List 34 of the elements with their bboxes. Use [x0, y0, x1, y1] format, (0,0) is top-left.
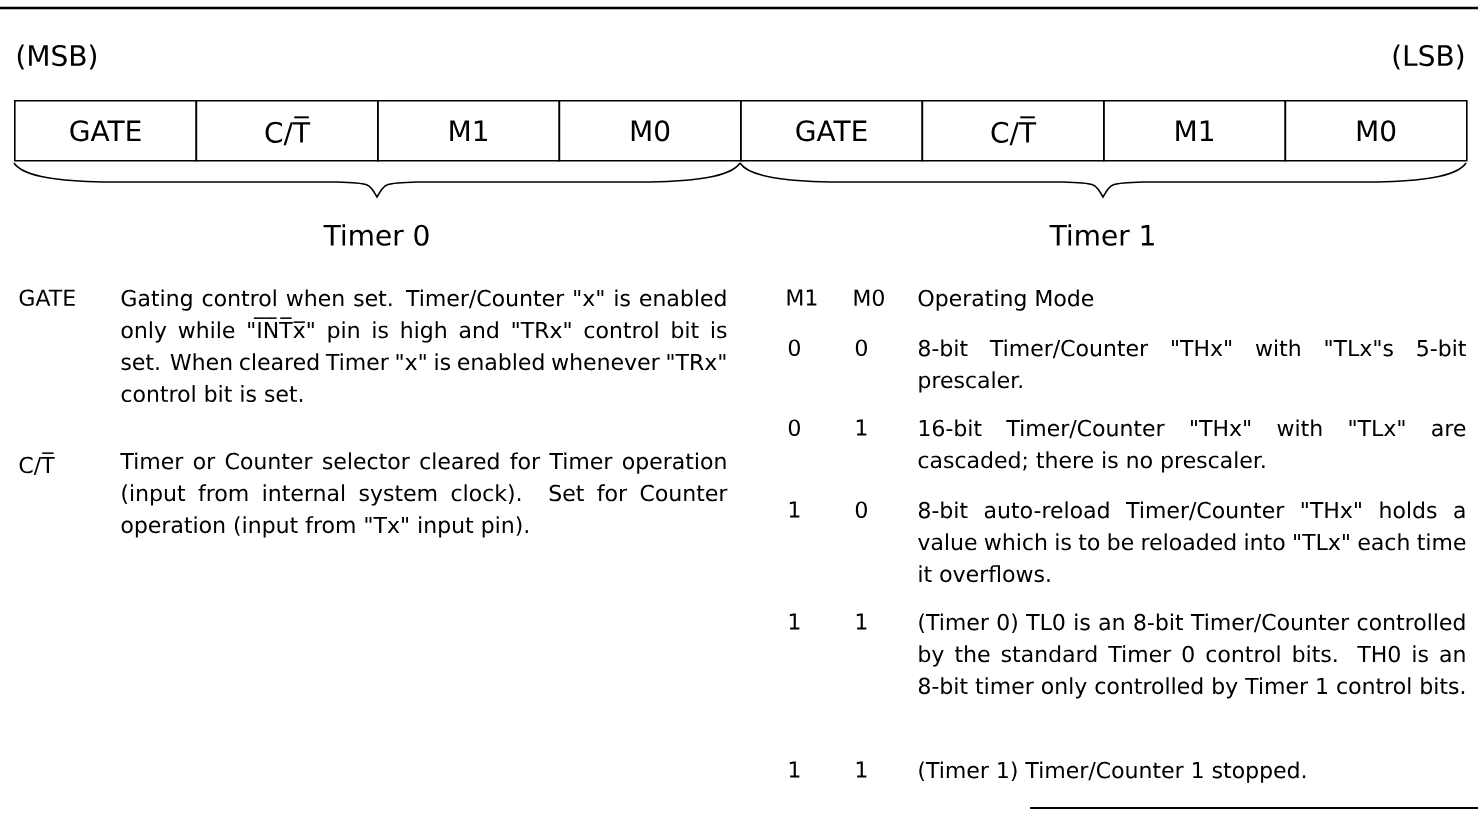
- mode-bit-value: 0: [855, 339, 867, 357]
- mode-bit-value: 0: [855, 501, 867, 519]
- mode-bit-value: 0: [788, 419, 800, 437]
- msb-label: (MSB): [17, 44, 96, 70]
- timer-label: Timer 0: [323, 224, 429, 246]
- timer-label: Timer 1: [1049, 224, 1154, 246]
- column-header: M1: [787, 289, 817, 306]
- field-name: GATE: [19, 289, 75, 307]
- mode-bit-value: 1: [789, 761, 800, 778]
- bit-field-cell: GATE: [14, 100, 198, 162]
- field-description: Gating control when set. Timer/Counter "x" is enabled only while "I̅N̅T̅x̅" pin is high and "TRx" control bit is set. When cleared Timer "x" is enabled whenever "TRx" control bit is set.: [121, 289, 727, 403]
- mode-description: (Timer 1) Timer/Counter 1 stopped.: [919, 761, 1306, 783]
- column-header: Operating Mode: [918, 289, 1094, 311]
- mode-description: 8-bit auto-reload Timer/Counter "THx" holds a value which is to be reloaded into "TLx" each time it overflows.: [918, 501, 1466, 583]
- field-name: C/T̅: [19, 452, 55, 476]
- mode-bit-value: 1: [789, 613, 800, 630]
- bit-field-cell: C/T̅: [195, 100, 379, 162]
- bit-field-cell: M0: [558, 100, 742, 162]
- mode-description: 16-bit Timer/Counter "THx" with "TLx" are cascaded; there is no prescaler.: [918, 419, 1466, 473]
- mode-description: 8-bit Timer/Counter "THx" with "TLx"s 5-bit prescaler.: [918, 339, 1466, 393]
- field-description: Timer or Counter selector cleared for Timer operation (input from internal system clock). Set for Counter operation (input from "Tx" input pin).: [120, 452, 728, 538]
- mode-bit-value: 1: [856, 613, 867, 630]
- lsb-label: (LSB): [1393, 44, 1464, 70]
- mode-description: (Timer 0) TL0 is an 8-bit Timer/Counter controlled by the standard Timer 0 control bits. TH0 is an 8-bit timer only controlled by Timer 1 control bits.: [918, 613, 1465, 699]
- mode-bit-value: 1: [789, 501, 800, 518]
- bit-field-cell: M0: [1284, 100, 1468, 162]
- bit-field-cell: GATE: [740, 100, 924, 162]
- bit-field-cell: M1: [377, 100, 561, 162]
- column-header: M0: [854, 289, 884, 307]
- bit-field-cell: C/T̅: [921, 100, 1105, 162]
- mode-bit-value: 0: [788, 339, 800, 357]
- bit-field-cell: M1: [1103, 100, 1287, 162]
- mode-bit-value: 1: [856, 761, 867, 778]
- mode-bit-value: 1: [856, 419, 867, 436]
